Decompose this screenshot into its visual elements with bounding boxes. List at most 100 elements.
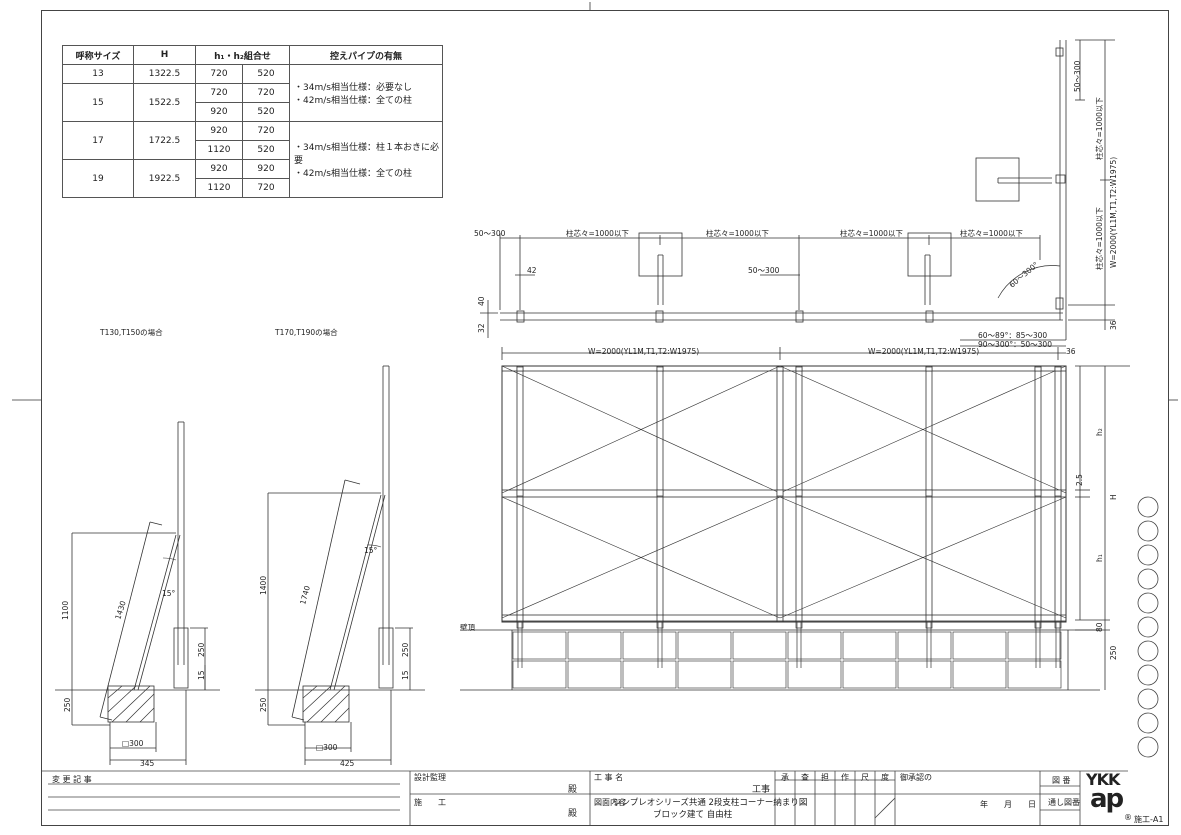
connector-bolt bbox=[1034, 489, 1042, 497]
drawing-code: 施工-A1 bbox=[1134, 815, 1164, 824]
plan-angle-note-1: 60～89°：85～300 bbox=[978, 331, 1047, 340]
dim-left-345: 345 bbox=[140, 759, 155, 768]
dim-left-250b: 250 bbox=[63, 697, 72, 712]
spec-table: 呼称サイズ H h₁・h₂組合せ 控えパイプの有無 13 1322.5 720 … bbox=[62, 45, 443, 198]
dim-left-250a: 250 bbox=[197, 642, 206, 657]
anchor-posts bbox=[516, 621, 1062, 668]
plan-right-50-300: 50～300 bbox=[1073, 60, 1082, 92]
wall-block bbox=[512, 660, 567, 689]
connector-bolt bbox=[925, 366, 933, 372]
connector-bolt bbox=[925, 489, 933, 497]
connector-bolt bbox=[1034, 366, 1042, 372]
dim-left-15: 15 bbox=[197, 670, 206, 680]
note-b-line2: ・42m/s相当仕様：全ての柱 bbox=[294, 169, 412, 179]
table-row: 15 1522.5 720 720 bbox=[62, 83, 443, 122]
block-wall bbox=[512, 631, 1062, 689]
margin-circle bbox=[1137, 520, 1159, 542]
elev-dim-80: 80 bbox=[1095, 622, 1104, 632]
plan-right-width: W=2000(YL1M,T1,T2:W1975) bbox=[1109, 157, 1118, 268]
elev-dim-h1: h₁ bbox=[1095, 554, 1104, 562]
honorific-1: 殿 bbox=[568, 785, 578, 795]
wall-block bbox=[787, 631, 842, 660]
connector-bolts bbox=[516, 366, 1062, 497]
wall-block bbox=[842, 660, 897, 689]
table-row: 1120 520 bbox=[63, 140, 443, 160]
drawing-content-label: 図面内容 bbox=[594, 798, 626, 807]
anchor-post-cap bbox=[1054, 621, 1062, 629]
elevation-view bbox=[460, 347, 1130, 691]
connector-bolt bbox=[516, 366, 524, 372]
design-supervision-label: 設計監理 bbox=[414, 773, 446, 782]
dim-right-angle: 15° bbox=[364, 546, 378, 555]
ap-logo: ap bbox=[1090, 784, 1124, 814]
table-row: 1120 720 bbox=[63, 178, 443, 198]
table-row: 17 1722.5 920 720 ・34m/s相当仕様：柱１本おきに必要 ・4… bbox=[62, 121, 443, 198]
table-row: 19 1922.5 920 920 bbox=[62, 159, 443, 198]
connector-bolt bbox=[776, 366, 784, 372]
side-view-right bbox=[255, 365, 425, 765]
elev-dim-36: 36 bbox=[1066, 347, 1076, 356]
wall-block bbox=[952, 631, 1007, 660]
anchor-post-cap bbox=[925, 621, 933, 629]
note-a-line2: ・42m/s相当仕様：全ての柱 bbox=[294, 96, 412, 106]
plan-dim-mid: 50～300 bbox=[748, 266, 780, 275]
drawing-no-label: 図 番 bbox=[1052, 776, 1071, 785]
registered-mark: ® bbox=[1124, 813, 1132, 822]
plan-right-pitch-1: 柱芯々=1000以下 bbox=[1094, 97, 1104, 160]
cell-brace-b: ・34m/s相当仕様：柱１本おきに必要 ・42m/s相当仕様：全ての柱 bbox=[289, 121, 443, 198]
connector-bolt bbox=[516, 489, 524, 497]
anchor-post-cap bbox=[656, 621, 664, 629]
sign-header-5: 尺 bbox=[861, 773, 869, 782]
wall-block bbox=[787, 660, 842, 689]
anchor-post-cap bbox=[795, 621, 803, 629]
connector-bolt bbox=[776, 489, 784, 497]
elev-width-2: W=2000(YL1M,T1,T2:W1975) bbox=[868, 347, 979, 356]
connector-bolt bbox=[795, 366, 803, 372]
plan-dim-pitch-1: 柱芯々=1000以下 bbox=[566, 228, 629, 238]
dim-right-250b: 250 bbox=[259, 697, 268, 712]
cell-size: 17 bbox=[62, 121, 134, 160]
plan-dim-40: 40 bbox=[477, 296, 486, 306]
plan-dim-pitch-2: 柱芯々=1000以下 bbox=[706, 228, 769, 238]
construction-label: 施 工 bbox=[414, 798, 446, 807]
sign-header-1: 承 bbox=[781, 773, 789, 782]
plan-view bbox=[480, 39, 1115, 347]
plan-dim-pitch-4: 柱芯々=1000以下 bbox=[960, 228, 1023, 238]
side-view-left bbox=[55, 421, 220, 765]
caption-left: T130,T150の場合 bbox=[99, 327, 163, 337]
ref-drawing-label: 通し図番 bbox=[1048, 798, 1080, 807]
note-b-line1: ・34m/s相当仕様：柱１本おきに必要 bbox=[294, 143, 439, 166]
dim-right-425: 425 bbox=[340, 759, 355, 768]
cell-h: 1922.5 bbox=[133, 159, 196, 198]
revision-label: 変 更 記 事 bbox=[52, 775, 92, 784]
margin-circle bbox=[1137, 664, 1159, 686]
plan-angle: 60～300° bbox=[1008, 260, 1041, 290]
connector-bolt bbox=[656, 489, 664, 497]
wall-block bbox=[512, 631, 567, 660]
wall-block bbox=[1007, 660, 1062, 689]
wall-block bbox=[622, 631, 677, 660]
drawing-title-line2: ブロック建て 自由柱 bbox=[653, 810, 733, 820]
dim-left-square: □300 bbox=[122, 739, 144, 748]
plan-dim-36: 36 bbox=[1109, 320, 1118, 330]
sign-header-4: 作 bbox=[841, 773, 849, 782]
honorific-2: 殿 bbox=[568, 809, 578, 819]
note-a-line1: ・34m/s相当仕様：必要なし bbox=[294, 83, 412, 93]
sign-header-3: 担 bbox=[821, 773, 829, 782]
wall-block bbox=[952, 660, 1007, 689]
margin-circle bbox=[1137, 496, 1159, 518]
cell-h: 1522.5 bbox=[133, 83, 196, 122]
elev-dim-250: 250 bbox=[1109, 645, 1118, 660]
dim-left-1100: 1100 bbox=[61, 601, 70, 620]
margin-circle bbox=[1137, 616, 1159, 638]
plan-right-pitch-2: 柱芯々=1000以下 bbox=[1094, 207, 1104, 270]
caption-right: T170,T190の場合 bbox=[274, 327, 338, 337]
dim-right-square: □300 bbox=[316, 743, 338, 752]
plan-angle-note-2: 90～300°：50～300 bbox=[978, 340, 1052, 349]
project-value: 工事 bbox=[752, 785, 771, 795]
elev-dim-h: H bbox=[1109, 494, 1118, 500]
margin-circle bbox=[1137, 712, 1159, 734]
margin-circle bbox=[1137, 688, 1159, 710]
sign-header-2: 査 bbox=[801, 773, 809, 782]
